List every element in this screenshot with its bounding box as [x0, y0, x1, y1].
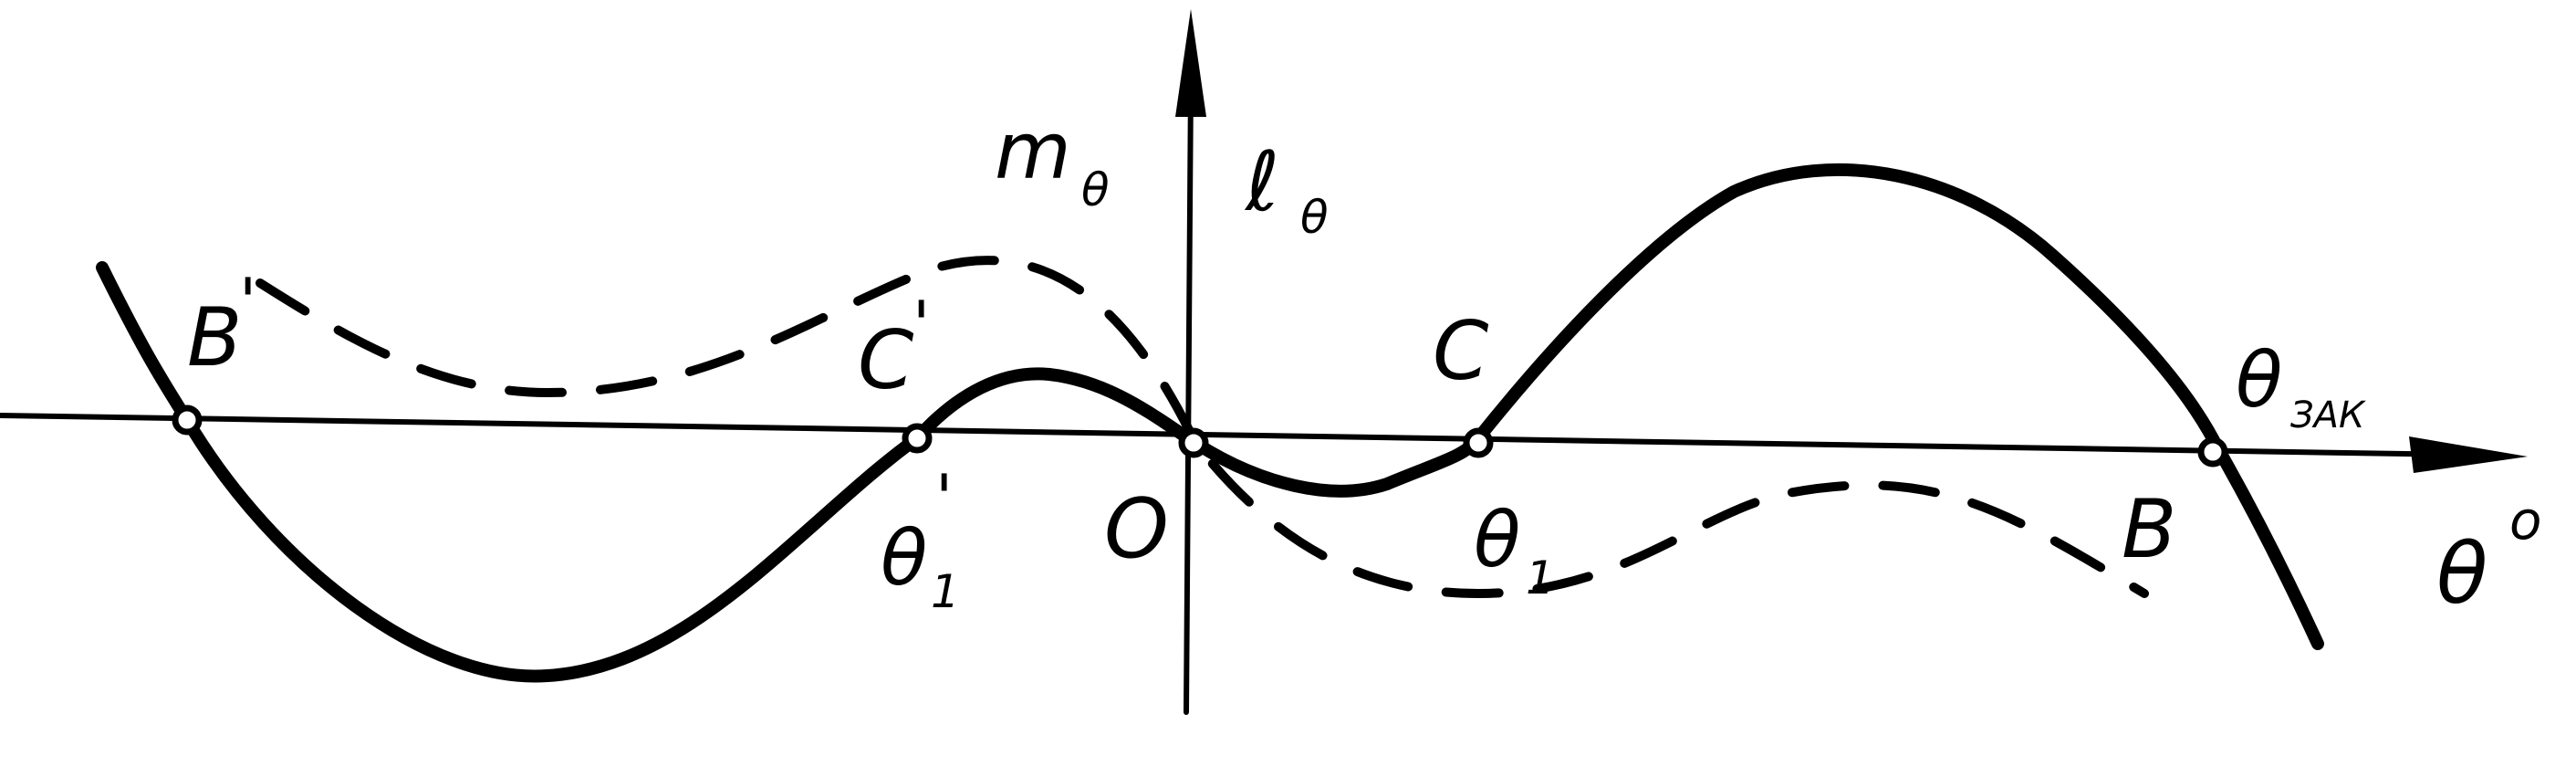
vertical-axis-line — [1184, 79, 1194, 715]
point-c-prime-marker — [902, 423, 933, 454]
horizontal-axis-label: θ — [2436, 525, 2487, 623]
point-origin-marker — [1178, 427, 1209, 458]
theta-axis-line — [0, 413, 2466, 457]
label-c: C — [1433, 304, 1489, 398]
point-theta-zak-marker — [2197, 436, 2228, 468]
label-origin: O — [1104, 481, 1169, 577]
horizontal-axis-degree: o — [2509, 489, 2542, 552]
label-theta-zak: θ — [2236, 335, 2282, 425]
vertical-label-l: ℓ — [1244, 134, 1279, 230]
theta-axis-arrowhead — [2409, 436, 2528, 473]
vertical-axis-arrowhead — [1175, 9, 1206, 117]
label-b: B — [2122, 482, 2176, 576]
label-theta1-prime-subscript: 1 — [931, 565, 960, 618]
label-theta-zak-subscript: ЗАК — [2290, 394, 2366, 436]
solid-curve — [96, 163, 2324, 683]
vertical-label-m: m — [995, 106, 1071, 197]
label-theta1-subscript: 1 — [1526, 552, 1555, 604]
point-b-prime-marker — [172, 405, 203, 436]
label-theta1-prime: θ — [881, 513, 927, 603]
vertical-label-l-subscript: θ — [1300, 191, 1329, 244]
label-c-prime-mark: ' — [913, 288, 930, 362]
label-b-prime: B — [187, 290, 242, 384]
vertical-label-m-subscript: θ — [1081, 163, 1110, 216]
label-theta1-prime-mark: ' — [935, 461, 953, 536]
dashed-curve — [256, 256, 2149, 599]
label-b-prime-mark: ' — [239, 265, 256, 340]
label-c-prime: C — [858, 313, 914, 407]
point-c-marker — [1463, 427, 1494, 458]
label-theta1: θ — [1474, 495, 1520, 584]
